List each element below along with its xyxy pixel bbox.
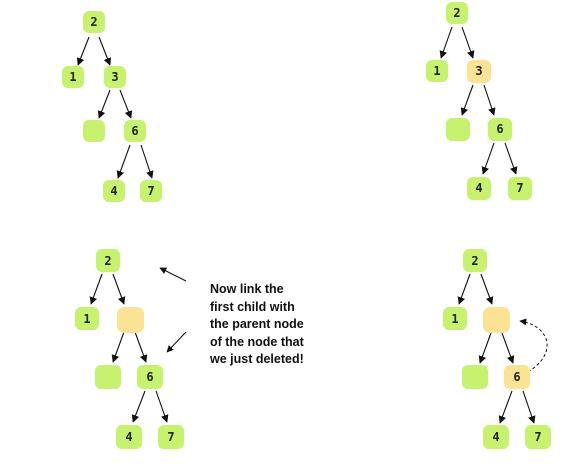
- edge-6-to-4: [116, 144, 131, 179]
- tree-node: 1: [443, 307, 467, 330]
- edge-6-to-4: [131, 390, 146, 423]
- edge-empty-to-empty: [111, 331, 125, 363]
- tree-node: 4: [103, 180, 125, 202]
- node-label: 6: [146, 370, 153, 384]
- tree-node: 2: [463, 249, 487, 272]
- edge-2-to-empty: [480, 273, 494, 305]
- tree-node-highlighted-empty: [483, 307, 510, 333]
- edge-2-to-3: [461, 26, 475, 59]
- node-label: 1: [69, 70, 76, 84]
- note-line: we just deleted!: [210, 352, 304, 366]
- edge-6-to-7: [522, 390, 536, 424]
- node-label: 4: [110, 184, 117, 198]
- edge-3-to-6: [483, 84, 496, 116]
- tree-node-highlighted: 6: [504, 365, 530, 389]
- tree-node: 7: [508, 177, 532, 200]
- tree-node: 2: [446, 2, 468, 24]
- tree-node: 4: [116, 425, 142, 449]
- edge-empty-to-6: [134, 331, 148, 363]
- tree-node-highlighted-empty: [117, 307, 144, 333]
- tree-node: 7: [158, 425, 184, 449]
- tree-node-empty: [83, 120, 105, 142]
- tree-node-empty: [462, 365, 488, 389]
- tree-top-right: 2 1 3 6 4 7: [426, 2, 532, 200]
- tree-node: 4: [467, 177, 491, 200]
- edge-6-to-7: [140, 144, 154, 179]
- node-label: 7: [516, 181, 523, 195]
- explanation-note: Now link the first child with the parent…: [210, 281, 355, 369]
- node-label: 6: [513, 370, 520, 384]
- tree-node-empty: [95, 365, 121, 389]
- node-label: 7: [167, 430, 174, 444]
- node-label: 7: [534, 430, 541, 444]
- node-label: 1: [83, 312, 90, 326]
- tree-top-left: 2 1 3 6 4 7: [62, 11, 162, 202]
- edge-3-to-empty: [460, 84, 474, 116]
- tree-node: 6: [124, 120, 146, 142]
- tree-node: 1: [426, 60, 448, 82]
- edge-2-to-1: [76, 36, 90, 66]
- note-line: of the node that: [210, 334, 304, 349]
- tree-node: 7: [525, 425, 551, 449]
- edge-6-to-7: [504, 142, 518, 175]
- edge-2-to-empty: [112, 273, 126, 305]
- tree-node: 3: [104, 66, 126, 88]
- tree-node: 1: [75, 307, 99, 330]
- node-label: 2: [453, 6, 460, 20]
- edge-3-to-6: [119, 89, 133, 119]
- tree-node: 6: [137, 365, 163, 389]
- note-line: Now link the: [210, 282, 284, 296]
- note-arrow-lower: [166, 331, 187, 353]
- node-label: 4: [475, 181, 482, 195]
- relink-dashed-arrow: [519, 318, 548, 373]
- node-label: 1: [433, 64, 440, 78]
- edge-2-to-1: [89, 273, 103, 305]
- edge-2-to-1: [439, 26, 453, 59]
- edge-2-to-3: [98, 36, 112, 66]
- node-label: 2: [471, 254, 478, 268]
- edge-6-to-7: [155, 390, 169, 423]
- node-label: 6: [496, 122, 503, 136]
- tree-node: 4: [483, 425, 509, 449]
- node-label: 2: [104, 254, 111, 268]
- edge-empty-to-6: [501, 332, 515, 364]
- note-line: first child with: [210, 299, 295, 314]
- tree-node: 6: [488, 118, 512, 141]
- node-label: 7: [147, 184, 154, 198]
- node-label: 3: [111, 70, 118, 84]
- node-label: 6: [131, 124, 138, 138]
- tree-node: 2: [96, 249, 120, 272]
- node-label: 2: [90, 15, 97, 29]
- node-label: 3: [475, 64, 482, 78]
- node-label: 1: [451, 312, 458, 326]
- node-label: 4: [492, 430, 499, 444]
- note-arrow-upper: [159, 267, 187, 282]
- edge-3-to-empty: [97, 89, 111, 119]
- edge-2-to-1: [457, 273, 471, 305]
- node-label: 4: [125, 430, 132, 444]
- tree-node: 7: [140, 180, 162, 202]
- edge-empty-to-empty: [478, 332, 492, 364]
- tree-bottom-left: 2 1 6 4 7: [75, 249, 187, 449]
- edge-6-to-4: [481, 142, 495, 175]
- edge-6-to-4: [498, 390, 513, 424]
- tree-node-empty: [446, 118, 470, 141]
- tree-bottom-right: 2 1 6 4 7: [443, 249, 551, 449]
- tree-node-highlighted: 3: [467, 60, 491, 83]
- note-line: the parent node: [210, 317, 304, 331]
- tree-node: 2: [83, 11, 105, 33]
- tree-node: 1: [62, 66, 84, 88]
